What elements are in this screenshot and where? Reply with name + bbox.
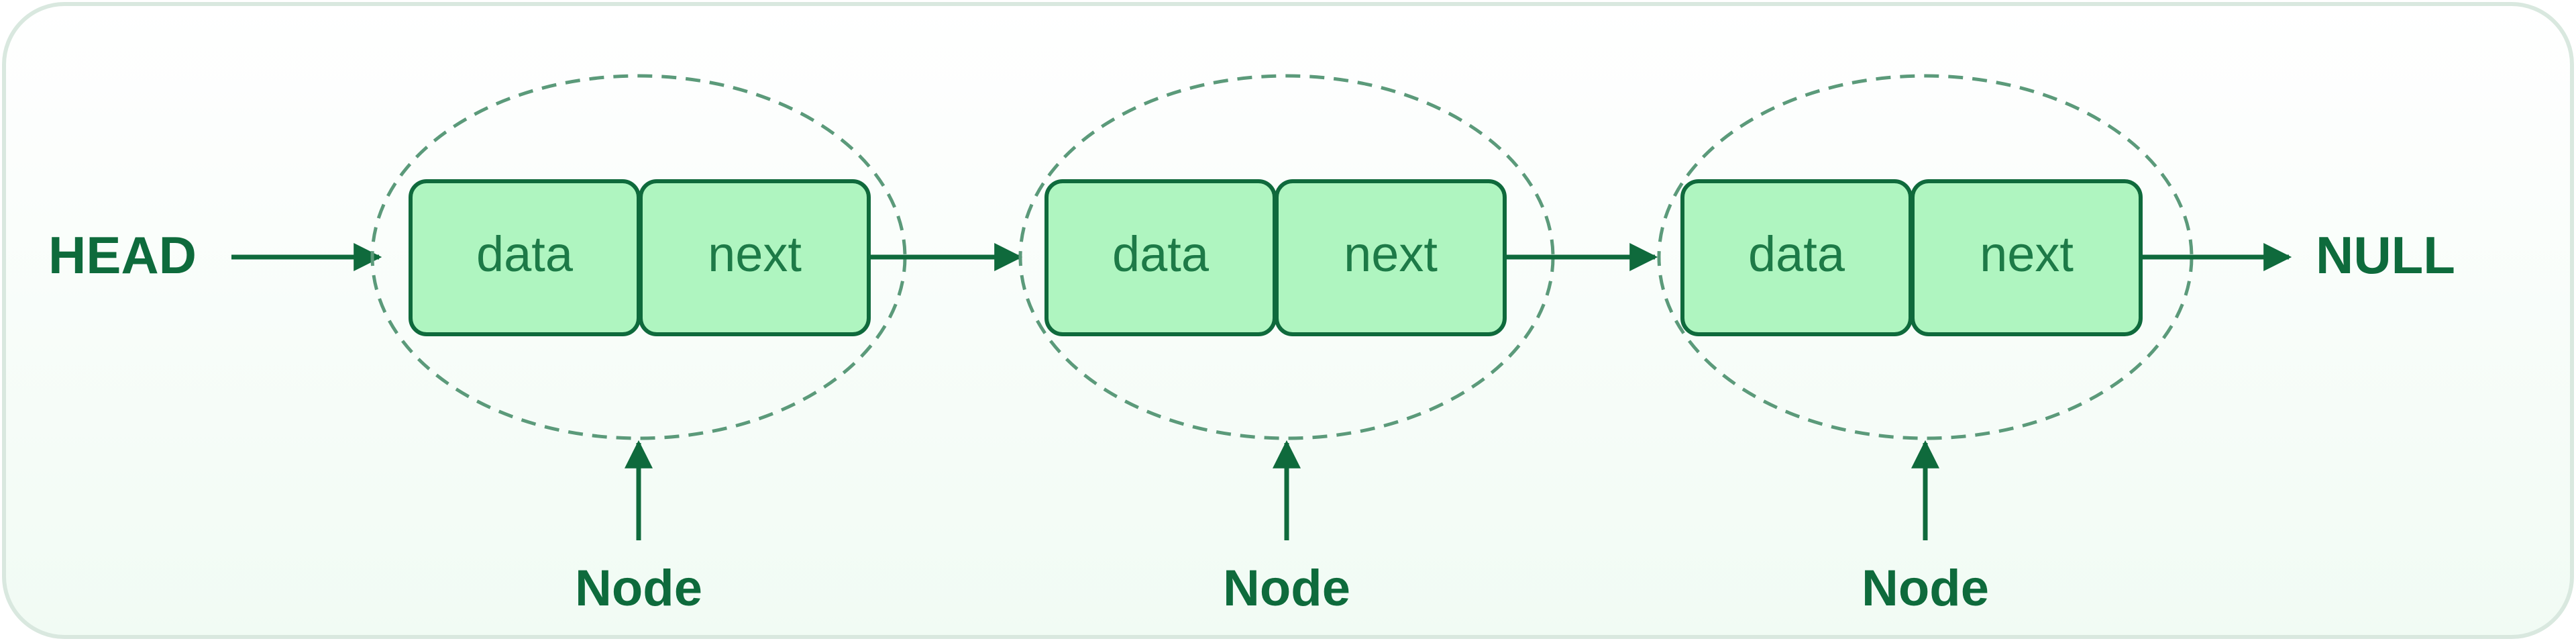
node-2: data next Node bbox=[1018, 74, 1555, 617]
data-cell-label: data bbox=[1748, 226, 1845, 282]
next-cell-label: next bbox=[708, 226, 802, 282]
node-caption: Node bbox=[1223, 560, 1350, 617]
next-cell-label: next bbox=[1344, 226, 1438, 282]
data-cell-label: data bbox=[476, 226, 574, 282]
head-label: HEAD bbox=[48, 226, 197, 285]
node-1: data next Node bbox=[370, 74, 907, 617]
data-cell-label: data bbox=[1112, 226, 1210, 282]
null-label: NULL bbox=[2316, 226, 2455, 285]
node-3: data next Node bbox=[1657, 74, 2194, 617]
next-cell-label: next bbox=[1980, 226, 2074, 282]
node-caption: Node bbox=[575, 560, 702, 617]
node-caption: Node bbox=[1862, 560, 1989, 617]
